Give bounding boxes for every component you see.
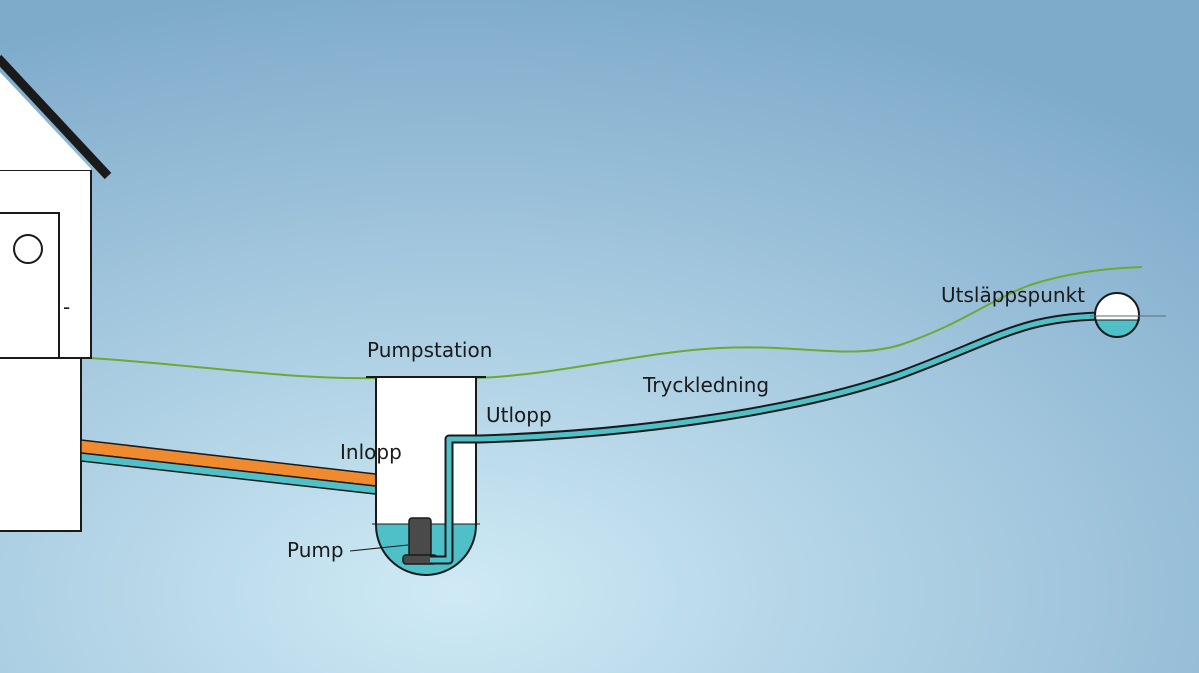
pump-icon [402,517,438,565]
label-pumpstation: Pumpstation [367,338,492,362]
label-utslappspunkt: Utsläppspunkt [941,283,1085,307]
sump-outline [375,377,477,576]
house-foundation [0,357,82,532]
outlet-well-icon [1090,292,1166,338]
pump-leader-line [349,544,409,552]
label-pump: Pump [287,538,344,562]
door-window [13,234,43,264]
label-utlopp: Utlopp [486,403,552,427]
ground-line [89,266,1143,380]
label-tryckledning: Tryckledning [642,373,769,397]
pressure-pipe-water [430,313,1101,563]
door-handle: - [63,295,70,319]
house-icon: - [0,54,112,532]
label-inlopp: Inlopp [340,440,402,464]
house-gable [0,72,92,170]
house-roof [0,54,112,180]
